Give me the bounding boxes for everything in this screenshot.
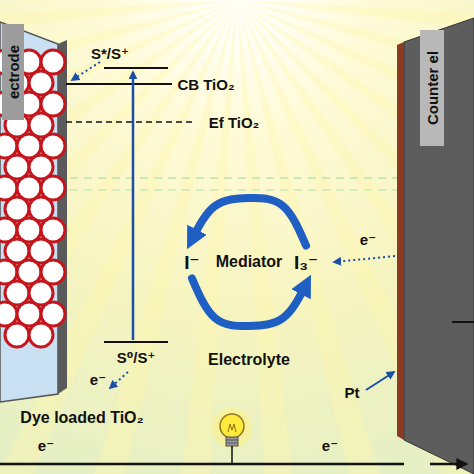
electron-dotted-arrow bbox=[110, 372, 128, 388]
ground-level bbox=[104, 341, 168, 343]
injection-arrow bbox=[72, 62, 100, 80]
energy-level-label: S⁰/S⁺ bbox=[117, 349, 156, 367]
part-label: Dye loaded TiO₂ bbox=[20, 409, 143, 427]
pt-layer bbox=[397, 42, 404, 440]
node-text: I⁻ bbox=[184, 252, 199, 273]
energy-level-label: Ef TiO₂ bbox=[209, 114, 260, 131]
mediator-cycle-arrow bbox=[192, 198, 306, 246]
electron-label: e⁻ bbox=[38, 437, 54, 455]
current-arrow bbox=[430, 463, 466, 466]
fermi-level bbox=[66, 121, 196, 123]
mediator-label: Mediator bbox=[216, 253, 283, 271]
photo-electrode-label: ectrode bbox=[2, 24, 24, 120]
sun-ray bbox=[0, 0, 237, 474]
terminal-wire bbox=[452, 321, 474, 323]
energy-level-label: S*/S⁺ bbox=[91, 45, 129, 63]
light-bulb bbox=[212, 408, 252, 464]
energy-level-label: CB TiO₂ bbox=[177, 76, 234, 93]
external-wire bbox=[0, 463, 404, 466]
sun-ray bbox=[0, 0, 237, 474]
sun-ray bbox=[0, 0, 237, 474]
cb-level bbox=[66, 83, 172, 85]
sun-ray bbox=[0, 0, 237, 419]
triiodide-species: I₃⁻ bbox=[290, 248, 322, 277]
sun-ray bbox=[0, 0, 237, 201]
counter-electrode-label: Counter el bbox=[420, 30, 444, 146]
electron-dotted-arrow bbox=[334, 256, 395, 262]
node-text: ectrode bbox=[5, 45, 22, 99]
excitation-arrow bbox=[132, 72, 135, 340]
node-text: I₃⁻ bbox=[294, 252, 318, 273]
electrolyte-label: Electrolyte bbox=[208, 351, 290, 369]
node-text: Counter el bbox=[424, 51, 441, 125]
electron-label: e⁻ bbox=[322, 437, 338, 455]
pt-label: Pt bbox=[345, 384, 360, 401]
electron-label: e⁻ bbox=[360, 231, 376, 249]
excited-level bbox=[104, 67, 168, 69]
electron-label: e⁻ bbox=[90, 371, 106, 389]
counter-electrode bbox=[404, 18, 474, 474]
pt-leader bbox=[366, 372, 394, 390]
iodide-species: I⁻ bbox=[180, 248, 203, 277]
tio2-particle bbox=[5, 323, 29, 347]
tio2-particle bbox=[29, 323, 53, 347]
mediator-cycle-arrow bbox=[192, 279, 306, 327]
photo-electrode bbox=[0, 22, 58, 402]
